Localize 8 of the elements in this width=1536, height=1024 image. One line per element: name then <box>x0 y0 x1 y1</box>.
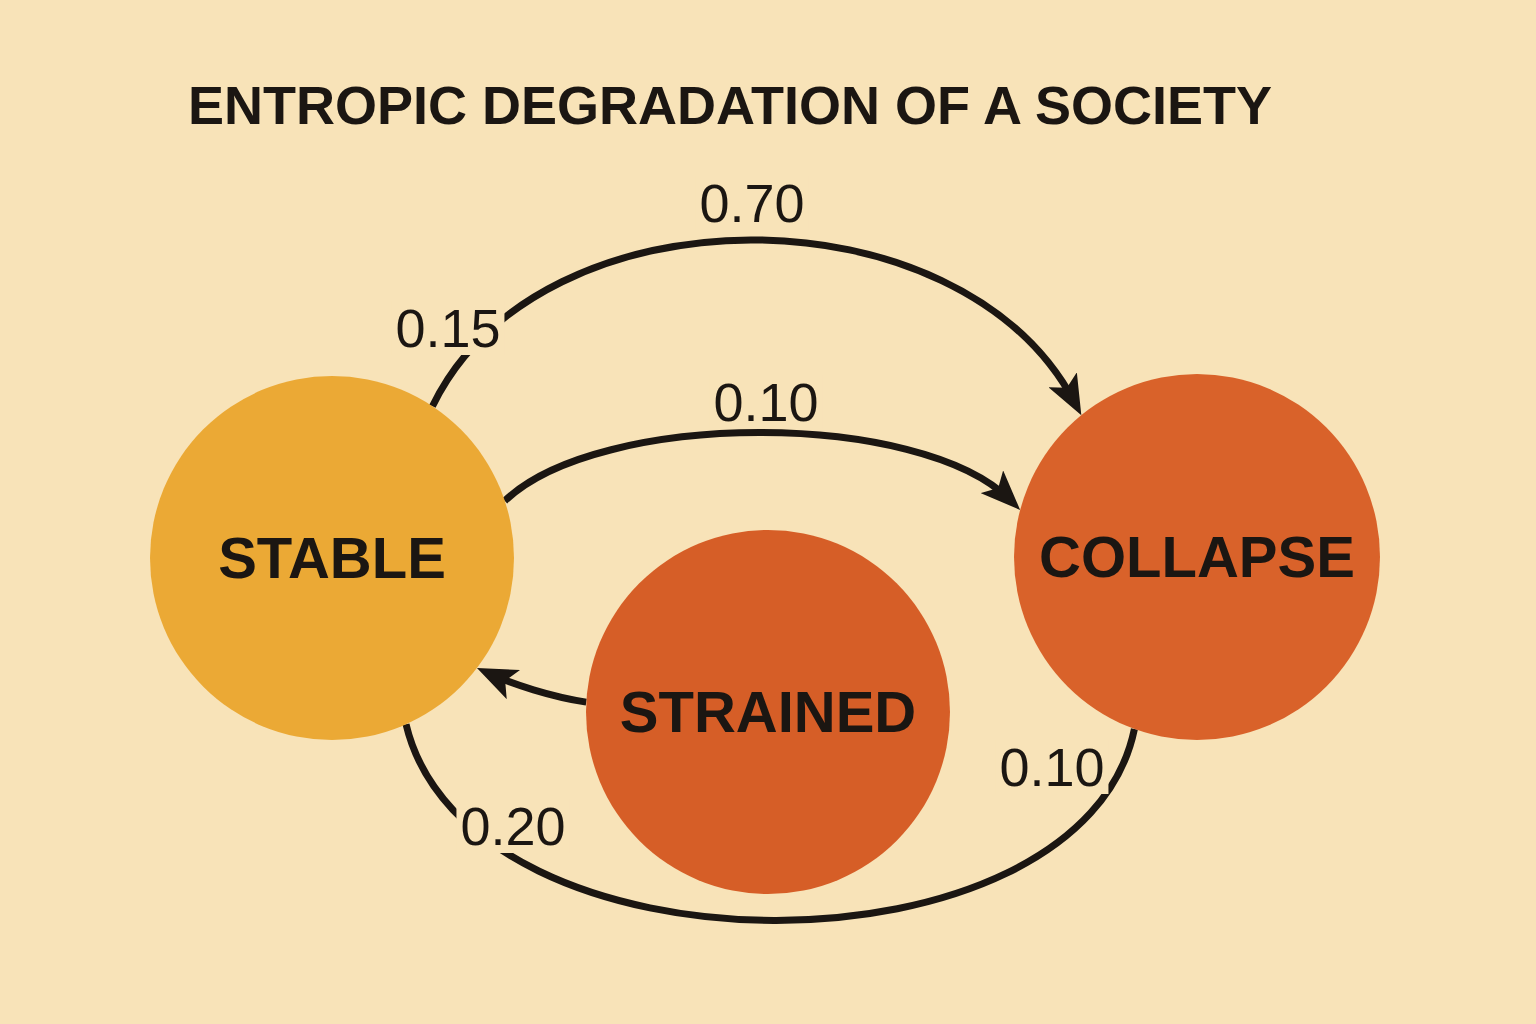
transition-arrow <box>476 668 587 706</box>
state-label: STABLE <box>218 529 446 587</box>
transition-arrow <box>502 429 1022 509</box>
state-label: COLLAPSE <box>1039 528 1355 586</box>
diagram-title: ENTROPIC DEGRADATION OF A SOCIETY <box>188 78 1273 132</box>
transition-line <box>402 722 1138 924</box>
state-label: STRAINED <box>619 683 917 741</box>
transition-arrow <box>429 236 1083 415</box>
